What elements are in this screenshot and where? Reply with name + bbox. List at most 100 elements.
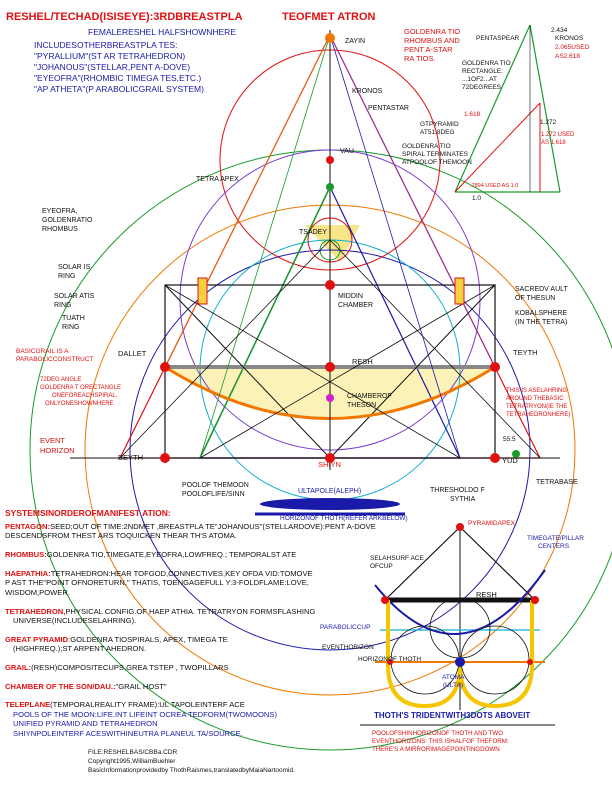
- label-zayin: ZAYIN: [345, 38, 366, 45]
- trident-apex-node: [456, 523, 464, 531]
- includes-line: INCLUDESOTHERBREASTPLA TES:: [34, 40, 178, 50]
- ray-line: [199, 284, 496, 459]
- label-tetra-apex: TETRA APEX: [196, 176, 239, 183]
- ray-line: [329, 34, 496, 368]
- includes-line: "JOHANOUS"(STELLAR,PENT A-DOVE): [34, 62, 191, 72]
- label-poolmoon: POOLOF THEMOON: [182, 482, 249, 489]
- vau-node: [326, 156, 334, 164]
- ultrapole-ellipse: [260, 498, 400, 510]
- footer-credits: BasicInformationprovidedby ThothRaismes,…: [88, 767, 295, 774]
- key-item: GRAIL:(RESH)COMPOSITECUPS,GREA TSTEP , T…: [5, 663, 229, 672]
- label-angle: 72DEG ANGLE: [40, 377, 82, 383]
- ray-line: [164, 34, 331, 368]
- key-more: (HIGHFREQ.);ST ARPENT AHEDRON.: [13, 644, 147, 654]
- key-term: PENTAGON:: [5, 522, 50, 531]
- label-eyeofra: GOLDENRATIO: [42, 217, 93, 224]
- key-term: RHOMBUS:: [5, 550, 47, 560]
- ray-line: [329, 239, 541, 459]
- yud-node: [490, 453, 500, 463]
- inset-red-line: [454, 102, 541, 193]
- label-pentastar: PENTASTAR: [368, 105, 409, 112]
- key-text: TETRAHEDRON:HEAR TOFGOD,CONNECTIVES,KEY …: [50, 568, 313, 578]
- label-sacredvault: OF THESUN: [515, 295, 556, 302]
- chamber-node: [326, 394, 334, 402]
- trident-caption: THOTH'S TRIDENTWITH3DOTS ABOVEIT: [374, 711, 531, 720]
- shiyn-node: [325, 453, 335, 463]
- inset-spiral: ATPOOLOF THEMOON: [402, 159, 472, 166]
- label-tetrabase: TETRABASE: [536, 479, 578, 486]
- key-more: DESCENDSFROM THEST ARS TOQUICKEN THEAR T…: [5, 531, 237, 541]
- trident-resh: RESH: [476, 590, 497, 599]
- trident-node: [381, 596, 389, 604]
- inset-rect: RECTANGLE:: [462, 68, 504, 75]
- inset-value: 1.272: [540, 119, 557, 126]
- ray-line: [164, 284, 461, 459]
- tetra-edge: [199, 186, 331, 459]
- trident-timegate: CENTERS: [538, 543, 570, 550]
- key-item: GREAT PYRAMID:GOLDENRA TIOSPIRALS, APEX,…: [5, 635, 228, 654]
- label-angle: GOLDENRA T ORECTANGLE: [40, 385, 122, 391]
- label-tuath: RING: [62, 324, 80, 331]
- trident-selah: OFCUP: [370, 563, 393, 570]
- inset-caption: RA TIOS.: [404, 54, 436, 63]
- label-chamber: THESON: [347, 402, 377, 409]
- key-text: :GOLDENRA TIOSPIRALS, APEX, TIMEGA TE: [68, 634, 228, 644]
- label-event: EVENT: [40, 436, 66, 445]
- label-solaris: RING: [58, 273, 76, 280]
- tetrabase-node: [512, 450, 520, 458]
- label-teyth: TEYTH: [513, 348, 538, 357]
- label-thisis: AROUND THEBASIC: [506, 396, 564, 402]
- inset-gp: AT51.8DEG: [420, 129, 455, 136]
- trident-node: [531, 596, 539, 604]
- beyth-node: [160, 453, 170, 463]
- key-term: CHAMBER OF THE SON/DAU.:: [5, 681, 116, 691]
- key-more: POOLS OF THE MOON:LIFE.INT LIFEINT OCREA…: [13, 709, 277, 738]
- label-chamber: CHAMBEROF: [347, 393, 392, 400]
- label-angle: ONLYONESHOWNHERE: [45, 401, 114, 407]
- label-eyeofra: RHOMBUS: [42, 226, 78, 233]
- pentaspear-label: PENTASPEAR: [476, 35, 520, 42]
- trident-note: EVENTHORIZONS: THIS ISHALFOF THEFORM:: [372, 738, 509, 745]
- key-text: GOLDENRA TIO,TIMEGATE,EYEOFRA,LOWFREQ.; …: [46, 550, 297, 560]
- inset-spiral: SPIRAL TERMINATES: [402, 151, 468, 158]
- label-tuath: TUATH: [62, 315, 85, 322]
- label-sacredvault: SACREDV AULT: [515, 286, 568, 293]
- trident-selah: SELAHSURF ACE: [370, 555, 424, 562]
- key-text: (RESH)COMPOSITECUPS,GREA TSTEP , TWOPILL…: [31, 663, 229, 672]
- main-title: RESHEL/TECHAD(ISISEYE):3RDBREASTPLA: [6, 11, 243, 23]
- ray-line: [329, 34, 461, 459]
- right-pillar: [454, 277, 465, 305]
- label-thisis: THIS IS ASELAHRING: [506, 388, 568, 394]
- left-pillar: [197, 277, 208, 305]
- inset-rect: ...1OF2...AT: [462, 76, 497, 83]
- label-horizon-thoth: HORIZONOF THOTH(REFER ARKBELOW): [280, 515, 408, 522]
- inset-used: 1.272 USED: [541, 132, 575, 138]
- label-thisis: TETRAHEDRONHERE): [506, 412, 571, 418]
- includes-line: "AP ATHETA"(P ARABOLICGRAIL SYSTEM): [34, 84, 204, 94]
- inset-side: [529, 24, 561, 193]
- dallet-node: [160, 362, 170, 372]
- key-text: "GRAIL HOST": [115, 681, 167, 691]
- key-more: P AST THE"POINT OFNORETURN," THATIS, TOE…: [5, 578, 309, 597]
- footer-file: FILE:RESHELBAS/CBBa.CDR: [88, 749, 178, 756]
- label-poolmoon: POOLOFLIFE/SINN: [182, 491, 245, 498]
- trident-node: [527, 659, 533, 665]
- key-term: GREAT PYRAMID: [5, 634, 69, 644]
- key-heading: SYSTEMSINORDEROFMANIFEST ATION:: [5, 508, 171, 518]
- label-dallet: DALLET: [118, 349, 147, 358]
- label-ultrapole: ULTAPOLE(ALEPH): [298, 488, 362, 495]
- inset-spiral: GOLDENRA TIO: [402, 143, 451, 150]
- teyth-node: [490, 362, 500, 372]
- label-kobal: KOBALSPHERE: [515, 310, 568, 317]
- trident-blue-cup: [374, 569, 546, 635]
- inset-gp: GTPYRAMID: [420, 121, 459, 128]
- tsadey-fill: [305, 225, 360, 262]
- ray-line: [199, 34, 331, 459]
- inset-kronos: KRONOS: [555, 35, 584, 42]
- label-kobal: (IN THE TETRA): [515, 319, 568, 326]
- inset-used: .7894 USED AS 1.0: [470, 183, 519, 189]
- inset-caption: PENT A-STAR: [404, 45, 453, 54]
- inset-value: 1.618: [464, 111, 481, 118]
- label-shiyn: SHIYN: [318, 460, 341, 469]
